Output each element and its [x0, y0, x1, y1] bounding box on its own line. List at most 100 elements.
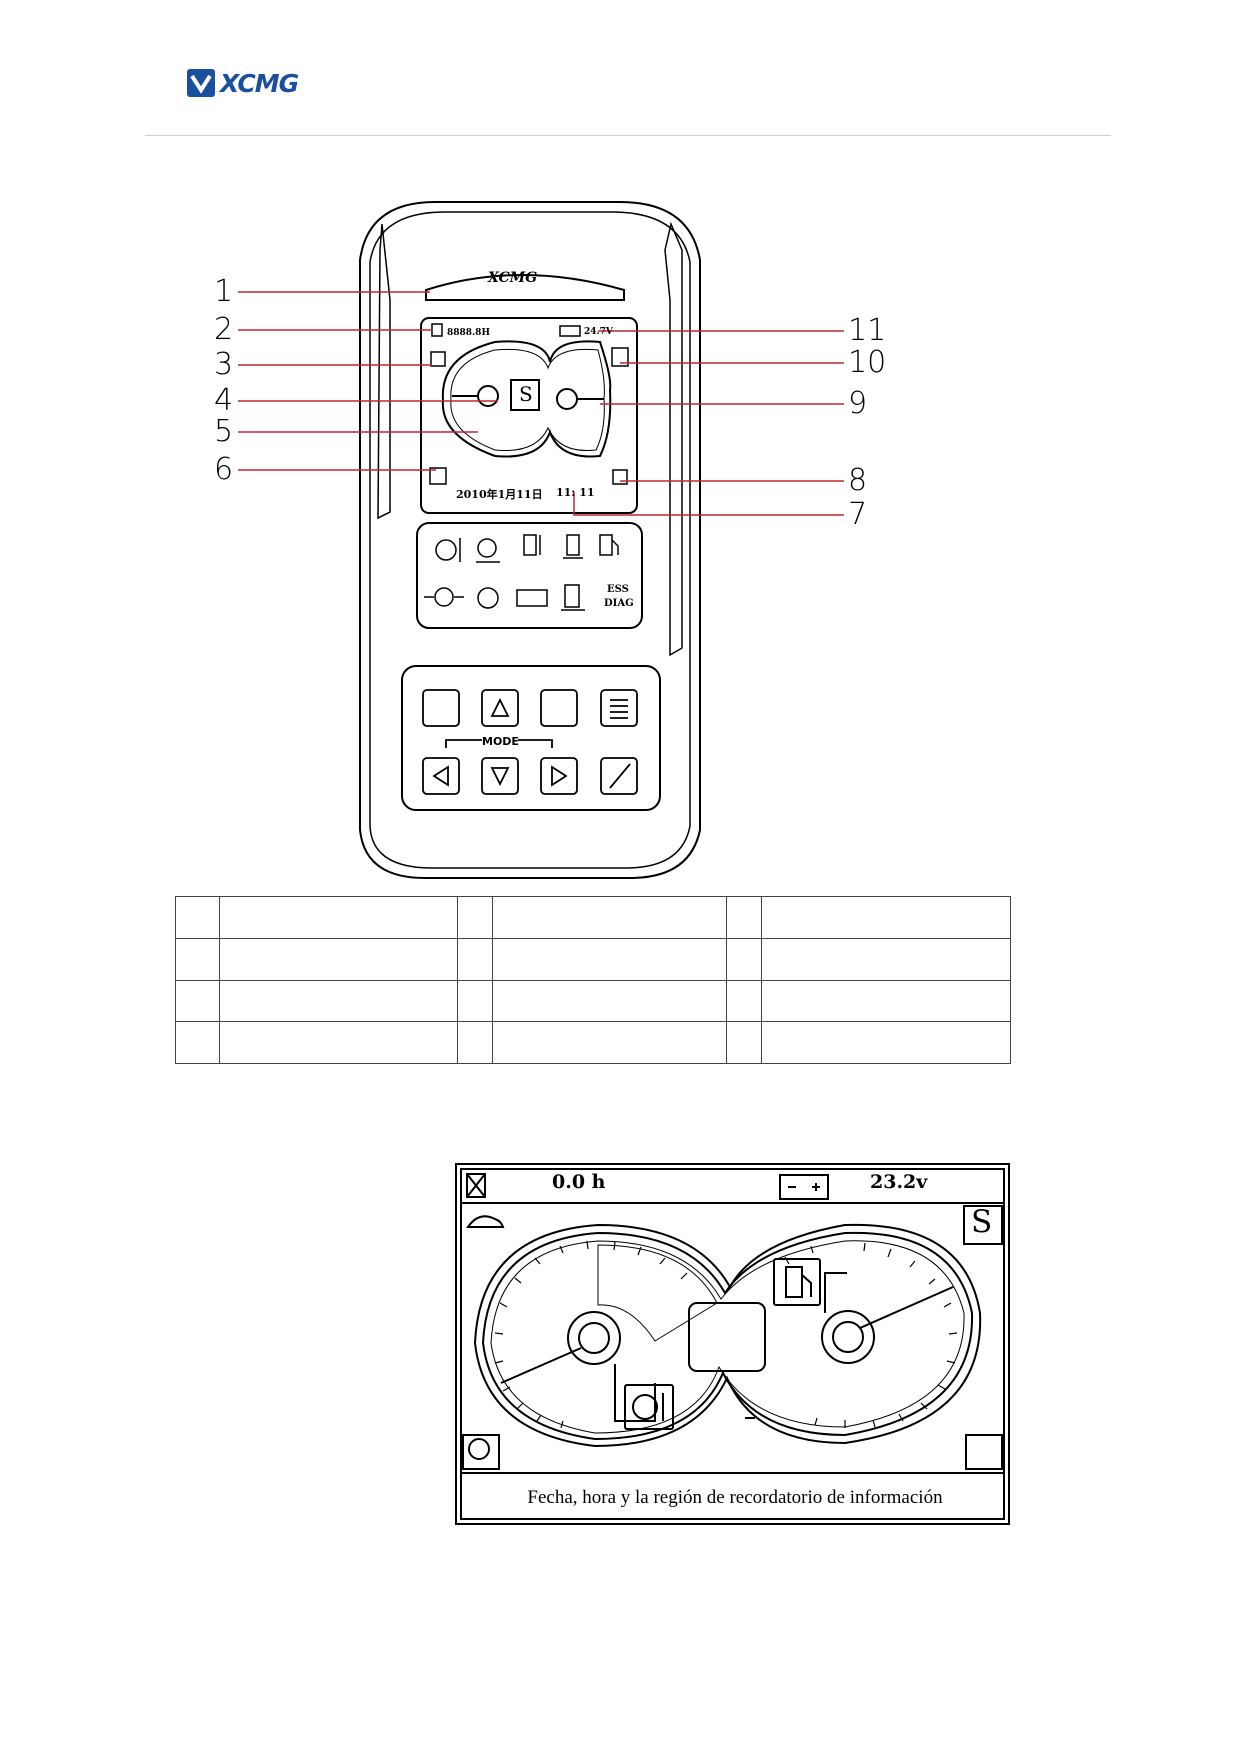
coolant-temp-icon	[624, 1384, 674, 1430]
table-row	[175, 937, 1011, 981]
callout-10: 10	[848, 345, 887, 380]
air-filter-icon	[523, 534, 541, 556]
engine-speed-icon	[424, 587, 464, 607]
device-voltage: 24.7V	[584, 327, 613, 337]
fuel-level-icon	[561, 584, 585, 611]
legend-table	[175, 896, 1011, 1064]
table-cell	[175, 937, 220, 981]
warning-light-panel	[416, 522, 643, 629]
xcmg-emblem-icon	[187, 69, 215, 97]
device-date: 2010年1月11日	[456, 488, 543, 501]
lcd-voltage: 23.2v	[870, 1171, 928, 1193]
lcd-info-caption: Fecha, hora y la región de recordatorio …	[527, 1487, 943, 1508]
key-right-button[interactable]	[540, 757, 578, 795]
hourglass-icon	[466, 1173, 486, 1198]
callout-4: 4	[214, 383, 234, 418]
table-cell	[492, 1021, 727, 1064]
table-cell	[726, 979, 762, 1023]
key-speed-button[interactable]	[540, 689, 578, 727]
key-up-button[interactable]	[481, 689, 519, 727]
callout-7: 7	[848, 497, 868, 532]
device-hour-meter: 8888.8H	[447, 328, 490, 338]
table-cell	[726, 896, 762, 939]
table-cell	[219, 1021, 458, 1064]
table-cell	[219, 937, 458, 981]
table-cell	[219, 979, 458, 1023]
engine-oil-icon	[476, 538, 500, 563]
callout-1: 1	[214, 274, 234, 309]
key-mute-button[interactable]	[600, 757, 638, 795]
key-menu-button[interactable]	[600, 689, 638, 727]
table-cell	[457, 1021, 493, 1064]
arrow-left-icon	[432, 765, 449, 787]
callout-5: 5	[214, 414, 234, 449]
table-cell	[761, 937, 1011, 981]
device-body-outline	[359, 201, 701, 879]
table-cell	[175, 1021, 220, 1064]
mute-icon	[609, 763, 631, 789]
table-cell	[457, 937, 493, 981]
monitor-device-drawing: ESS DIAG MODE	[238, 201, 844, 879]
callout-6: 6	[214, 452, 234, 487]
fuel-icon	[773, 1258, 821, 1306]
lcd-hours: 0.0 h	[552, 1171, 606, 1193]
device-logo-text: XCMG	[488, 270, 538, 286]
mode-s-box	[963, 1205, 1003, 1245]
fuel-icon	[599, 534, 619, 556]
header-rule	[145, 135, 1111, 136]
arrow-up-icon	[490, 697, 510, 717]
table-row	[175, 1021, 1011, 1064]
center-display-box	[688, 1302, 766, 1372]
lcd-outer-frame	[455, 1163, 1010, 1525]
callout-8: 8	[848, 463, 868, 498]
device-time: 11: 11	[556, 486, 595, 499]
table-cell	[457, 979, 493, 1023]
mode-arrows	[445, 739, 553, 748]
keypad-panel	[401, 665, 661, 811]
device-logo-plate	[425, 274, 625, 301]
arrow-right-icon	[551, 765, 568, 787]
battery-icon	[779, 1174, 829, 1200]
hourglass-icon	[431, 323, 443, 337]
table-cell	[492, 979, 727, 1023]
lcd-screen-detail	[455, 1163, 1010, 1525]
table-cell	[219, 896, 458, 939]
menu-icon	[610, 699, 628, 719]
diag-label: DIAG	[604, 598, 634, 609]
callout-3: 3	[214, 347, 234, 382]
key-engine-button[interactable]	[422, 689, 460, 727]
key-left-button[interactable]	[422, 757, 460, 795]
ess-label: ESS	[607, 584, 629, 595]
device-gauges	[441, 340, 612, 458]
mode-label: MODE	[482, 735, 519, 748]
filter-icon	[612, 469, 628, 485]
table-cell	[761, 896, 1011, 939]
table-row	[175, 979, 1011, 1023]
table-cell	[761, 979, 1011, 1023]
xcmg-logo-text: XCMG	[220, 69, 299, 98]
callout-lines	[238, 291, 844, 516]
blank-indicator	[965, 1434, 1003, 1470]
table-cell	[761, 1021, 1011, 1064]
lcd-gauges	[473, 1223, 982, 1448]
engine-temp-icon	[477, 587, 499, 609]
arrow-down-icon	[490, 767, 510, 787]
battery-charge-icon	[516, 589, 548, 607]
rabbit-icon	[430, 351, 446, 367]
table-cell	[726, 1021, 762, 1064]
table-cell	[492, 937, 727, 981]
engine-icon	[429, 467, 447, 485]
xcmg-logo: XCMG	[186, 68, 316, 98]
device-mode-letter: S	[519, 382, 533, 406]
callout-11: 11	[848, 313, 887, 348]
table-cell	[175, 979, 220, 1023]
battery-icon	[559, 325, 581, 337]
table-cell	[457, 896, 493, 939]
key-down-button[interactable]	[481, 757, 519, 795]
coolant-temp-icon	[435, 538, 461, 562]
table-cell	[726, 937, 762, 981]
hydraulic-filter-icon	[563, 534, 583, 559]
device-screen	[420, 317, 638, 514]
callout-2: 2	[214, 312, 234, 347]
table-cell	[175, 896, 220, 939]
